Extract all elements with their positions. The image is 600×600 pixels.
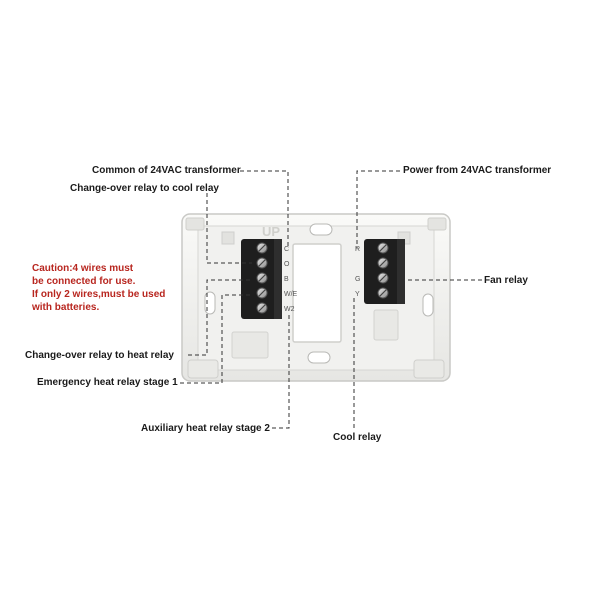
terminal-label-we: W/E [284,291,298,298]
leader-changeover-cool [206,193,252,264]
leader-changeover-heat [188,279,252,356]
caution-line: with batteries. [32,302,100,313]
terminal-label-y: Y [355,291,360,298]
caution-line: be connected for use. [32,276,136,287]
caution-note: Caution:4 wires must be connected for us… [32,262,165,314]
bottom-mounting-slot [307,351,331,364]
terminal-label-g: G [355,276,360,283]
top-mounting-slot [309,223,333,236]
left-terminal-screw-slot-5 [258,304,266,312]
label-fan-relay: Fan relay [484,275,528,286]
terminal-label-r: R [355,246,360,253]
leader-common [240,170,289,248]
terminal-label-c: C [284,246,289,253]
caution-line: If only 2 wires,must be used [32,289,166,300]
left-terminal-screw-slot-4 [258,289,266,297]
leader-power [356,170,400,248]
right-terminal-screw-slot-4 [379,289,387,297]
right-mounting-slot [422,293,434,317]
label-aux-heat: Auxiliary heat relay stage 2 [141,423,270,434]
leader-aux-heat [272,312,290,429]
left-terminal-screw-slot-2 [258,259,266,267]
label-changeover-cool: Change-over relay to cool relay [70,183,219,194]
right-terminal-screw-slot-1 [379,244,387,252]
terminal-label-o: O [284,261,290,268]
right-terminal-screw-slot-2 [379,259,387,267]
label-power-24vac: Power from 24VAC transformer [403,165,552,176]
right-terminal-block [364,239,404,304]
terminal-label-b: B [284,276,289,283]
leader-emergency-heat [180,294,252,384]
label-changeover-heat: Change-over relay to heat relay [25,350,174,361]
left-terminal-screw-slot-3 [258,274,266,282]
label-emergency-heat: Emergency heat relay stage 1 [37,377,178,388]
caution-line: Caution:4 wires must [32,263,134,274]
terminal-label-w2: W2 [284,306,295,313]
plate-marking: UP [262,224,280,239]
left-terminal-screw-slot-1 [258,244,266,252]
label-cool-relay: Cool relay [333,432,382,443]
plate-center-window [292,243,342,343]
label-common-24vac: Common of 24VAC transformer [92,165,241,176]
right-terminal-screw-slot-3 [379,274,387,282]
